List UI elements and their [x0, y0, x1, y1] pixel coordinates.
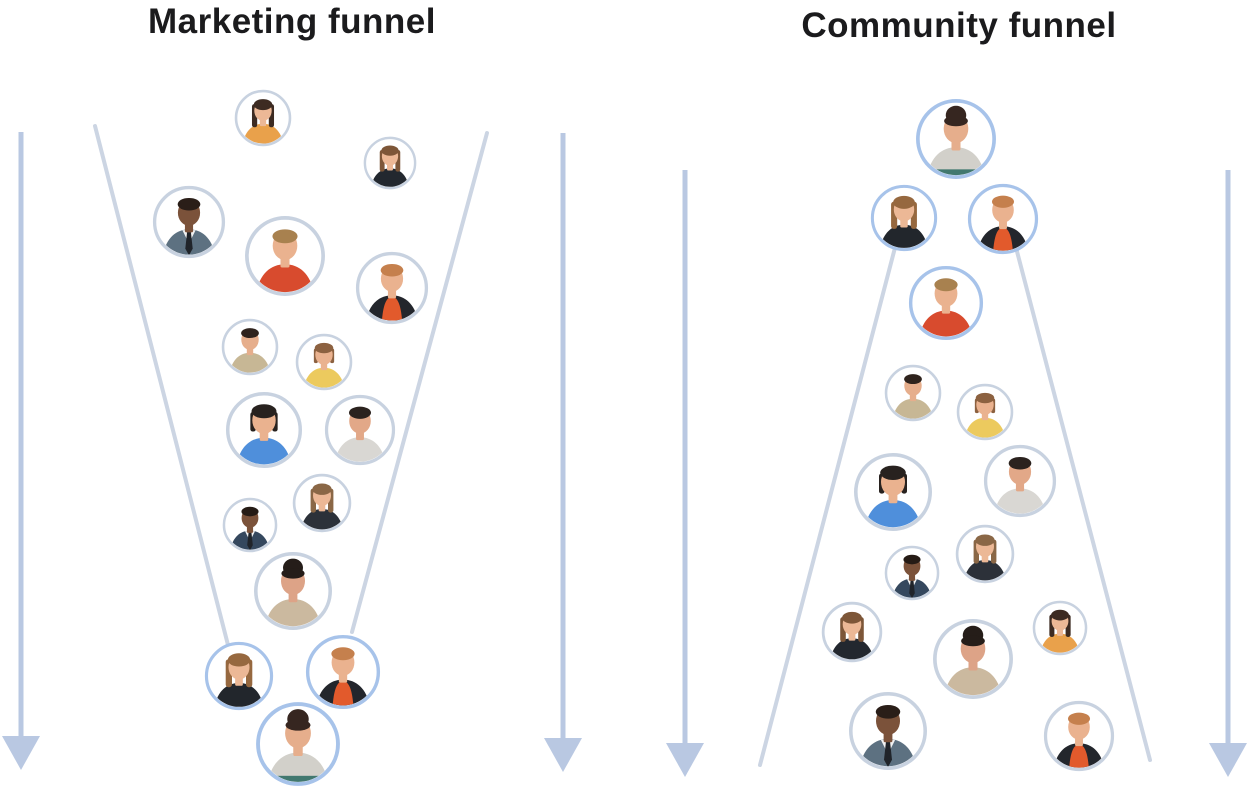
avatar-man-orange-hoodie [355, 251, 429, 325]
avatar-woman-blue [225, 391, 303, 469]
down-arrow-head [1209, 743, 1247, 777]
avatar-man-gray-tee [983, 444, 1057, 518]
avatar-person-khaki [221, 318, 279, 376]
avatar-man-navy-suit [222, 497, 278, 553]
down-arrow-head [2, 736, 40, 770]
funnel-guide-line [350, 131, 489, 634]
community-funnel-title: Community funnel [801, 6, 1117, 45]
avatar-woman-dark-blazer [955, 524, 1015, 584]
avatar-man-gray-henley [256, 702, 340, 786]
avatar-man-red-hoodie [245, 216, 325, 296]
down-arrow-head [544, 738, 582, 772]
avatar-man-gray-suit [152, 185, 226, 259]
avatar-man-tan-jacket [254, 552, 332, 630]
avatar-man-orange-hoodie [967, 183, 1039, 255]
funnel-guide-line [758, 238, 899, 767]
funnel-guide-line [93, 124, 230, 647]
avatar-woman-brown-blazer [363, 136, 417, 190]
avatar-man-gray-tee [324, 394, 396, 466]
down-arrow [666, 170, 704, 777]
avatar-woman-brown-blazer [821, 601, 883, 663]
avatar-woman-blue [854, 453, 932, 531]
avatar-man-orange-hoodie [1043, 700, 1115, 772]
avatar-man-red-hoodie [908, 265, 984, 341]
down-arrow [2, 132, 40, 770]
avatar-woman-orange [1032, 600, 1088, 656]
avatar-woman-black-top [870, 184, 938, 252]
avatar-man-orange-hoodie [305, 634, 381, 710]
down-arrow-head [666, 743, 704, 777]
marketing-funnel-title: Marketing funnel [147, 2, 437, 41]
avatar-man-navy-suit [884, 545, 940, 601]
funnel-guide-line [1012, 238, 1152, 762]
avatar-woman-yellow [956, 383, 1014, 441]
avatar-man-gray-suit [849, 692, 927, 770]
avatar-man-tan-jacket [933, 619, 1013, 699]
avatar-woman-dark-blazer [292, 473, 352, 533]
avatar-man-gray-henley [916, 99, 996, 179]
avatar-woman-orange [234, 89, 292, 147]
avatar-woman-black-top [204, 641, 274, 711]
avatar-woman-yellow [295, 333, 353, 391]
down-arrow [1209, 170, 1247, 777]
avatar-person-khaki [884, 364, 942, 422]
down-arrow [544, 133, 582, 772]
